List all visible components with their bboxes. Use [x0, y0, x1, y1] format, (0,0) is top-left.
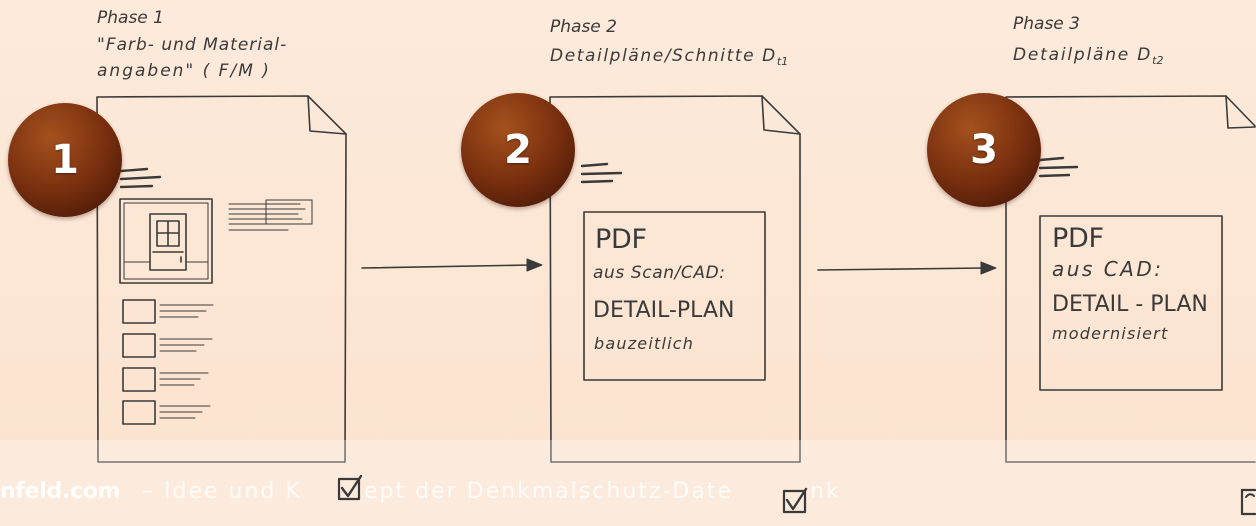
checkbox-2-icon — [782, 487, 808, 514]
phase-2-title: Phase 2 — [550, 17, 617, 37]
document-1-text-block — [228, 199, 313, 231]
door-icon — [149, 213, 187, 271]
checkbox-2-box — [782, 489, 807, 514]
checkmark-1-icon — [340, 474, 363, 498]
document-2-folded-corner — [761, 95, 801, 135]
phase-3-caption: Detailpläne Dt2 — [1013, 45, 1164, 67]
phase-2-number-badge: 2 — [461, 93, 575, 207]
phase-3-caption-main: Detailpläne D — [1013, 45, 1153, 65]
phase-2-caption: Detailpläne/Schnitte Dt1 — [550, 46, 789, 68]
text-block-lines — [228, 203, 306, 231]
phase-1-caption-line-2: angaben" ( F/M ) — [97, 61, 271, 81]
document-2-format: PDF — [595, 224, 647, 255]
checkbox-3-icon — [1240, 488, 1256, 516]
phase-3-title: Phase 3 — [1013, 14, 1080, 34]
document-3-heading-lines — [1038, 156, 1079, 178]
arrow-1-head — [526, 258, 543, 272]
watermark-fragment-3: nk — [810, 479, 841, 504]
swatch-box — [122, 367, 156, 392]
arrow-1-shaft — [361, 264, 531, 269]
phase-1-title: Phase 1 — [97, 8, 164, 28]
document-2 — [549, 95, 801, 463]
phase-1-caption-line-1: "Farb- und Material- — [97, 35, 288, 55]
checkbox-1-box — [337, 477, 361, 501]
document-2-page-outline — [549, 95, 801, 463]
document-2-source: aus Scan/CAD: — [593, 263, 726, 283]
arrow-2-shaft — [817, 267, 985, 271]
watermark-fragment-2: ept der Denkmalschutz-Date — [364, 479, 733, 504]
swatch-lines — [159, 304, 214, 318]
checkmark-2-icon — [785, 487, 808, 511]
arrow-2-icon — [817, 261, 997, 275]
phase-3-caption-subscript: t2 — [1152, 54, 1164, 67]
document-2-state: bauzeitlich — [594, 334, 695, 353]
document-3-folded-corner — [1225, 95, 1256, 129]
swatch-box — [122, 299, 156, 324]
document-1-folded-corner — [307, 95, 347, 135]
photo-frame — [119, 198, 213, 284]
phase-1-number-badge: 1 — [8, 103, 122, 217]
phase-1-number: 1 — [51, 137, 79, 183]
phase-2-number: 2 — [504, 127, 532, 173]
phase-3-number-badge: 3 — [927, 93, 1041, 207]
document-1-photo-sketch — [119, 198, 213, 284]
document-1 — [96, 95, 347, 463]
checkmark-3-icon — [1245, 493, 1255, 498]
checkbox-3-box — [1240, 488, 1256, 516]
document-3-source: aus CAD: — [1052, 257, 1164, 281]
document-3-kind: DETAIL - PLAN — [1052, 292, 1208, 317]
phase-2-caption-main: Detailpläne/Schnitte D — [550, 46, 777, 66]
document-1-swatch-list — [122, 299, 214, 425]
footer-band — [0, 440, 1256, 526]
document-1-heading-lines — [119, 167, 162, 189]
arrow-1-icon — [361, 258, 543, 272]
swatch-lines — [159, 372, 209, 386]
document-3-content-box — [1039, 215, 1223, 391]
document-1-page-outline — [96, 95, 347, 463]
text-block-box — [265, 199, 313, 225]
document-3-state: modernisiert — [1052, 324, 1169, 343]
document-2-kind: DETAIL-PLAN — [593, 298, 735, 323]
checkbox-1-icon — [337, 474, 363, 501]
swatch-lines — [159, 338, 213, 352]
arrow-2-head — [980, 261, 997, 275]
swatch-lines — [159, 405, 211, 419]
watermark-site: nfeld.com — [0, 479, 121, 504]
photo-inner-frame — [123, 202, 209, 280]
swatch-box — [122, 400, 156, 425]
swatch-box — [122, 333, 156, 358]
watermark-fragment-1: – Idee und K — [142, 479, 302, 504]
document-3-format: PDF — [1052, 223, 1104, 254]
phase-3-number: 3 — [970, 127, 998, 173]
phase-2-caption-subscript: t1 — [776, 55, 789, 68]
document-2-heading-lines — [580, 162, 623, 184]
document-2-content-box — [583, 211, 766, 381]
